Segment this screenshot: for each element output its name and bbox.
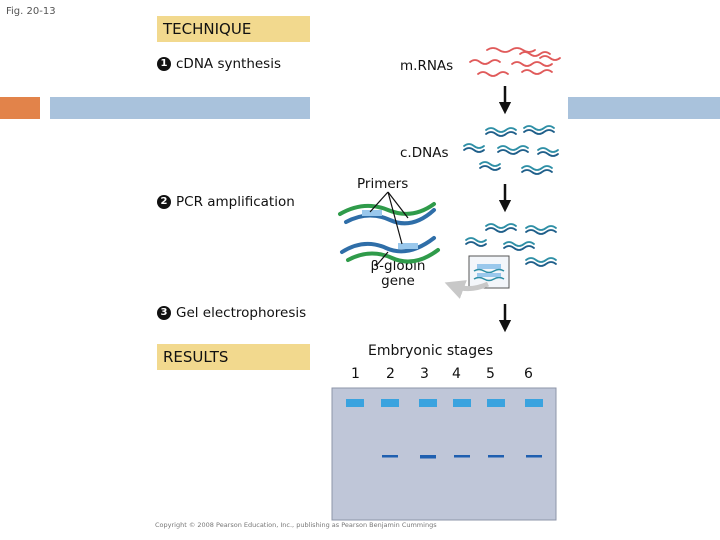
gel-band-5 [488, 455, 504, 458]
lane-number-3: 3 [420, 366, 429, 382]
primers-label: Primers [357, 176, 409, 192]
lane-number-5: 5 [486, 366, 495, 382]
blue-accent-block-left [50, 97, 310, 119]
step-label-1: cDNA synthesis [176, 56, 281, 72]
technique-banner: TECHNIQUE [157, 16, 310, 42]
step-pcr-amplification: 2 PCR amplification [157, 194, 295, 210]
primer-pointer-lines [369, 191, 409, 267]
lane-number-4: 4 [452, 366, 461, 382]
globin-gene-inset [468, 255, 510, 289]
step-number-3: 3 [157, 306, 171, 320]
figure-label: Fig. 20-13 [6, 6, 56, 17]
decorative-header-bar [0, 97, 720, 119]
embryonic-stages-title: Embryonic stages [368, 343, 494, 359]
beta-globin-label-line2: gene [381, 273, 415, 289]
lane-number-2: 2 [386, 366, 395, 382]
gel-well-4 [453, 399, 471, 407]
lane-number-6: 6 [524, 366, 533, 382]
electrophoresis-gel [331, 387, 557, 521]
gel-well-2 [381, 399, 399, 407]
cdna-squiggles [463, 125, 559, 175]
gel-well-6 [525, 399, 543, 407]
copyright-text: Copyright © 2008 Pearson Education, Inc.… [155, 521, 437, 529]
gel-well-1 [346, 399, 364, 407]
gel-well-3 [419, 399, 437, 407]
cdnas-label: c.DNAs [400, 145, 449, 161]
gel-band-6 [526, 455, 542, 458]
step-label-2: PCR amplification [176, 194, 295, 210]
step-number-2: 2 [157, 195, 171, 209]
recycle-arrow [444, 280, 490, 299]
gel-well-5 [487, 399, 505, 407]
gel-band-2 [382, 455, 398, 458]
mrna-squiggles [469, 47, 561, 77]
gel-band-3 [420, 455, 436, 459]
step-label-3: Gel electrophoresis [176, 305, 307, 321]
gel-bands [382, 455, 542, 459]
pcr-dna-strands [338, 202, 440, 264]
orange-accent-block [0, 97, 40, 119]
gel-band-4 [454, 455, 470, 458]
step-cdna-synthesis: 1 cDNA synthesis [157, 56, 281, 72]
results-banner: RESULTS [157, 344, 310, 370]
step-gel-electrophoresis: 3 Gel electrophoresis [157, 305, 306, 321]
lane-number-1: 1 [351, 366, 360, 382]
amplified-cdna-squiggles [465, 223, 557, 267]
blue-accent-block-right [568, 97, 720, 119]
step-number-1: 1 [157, 57, 171, 71]
mrnas-label: m.RNAs [400, 58, 454, 74]
gel-wells [346, 399, 543, 407]
